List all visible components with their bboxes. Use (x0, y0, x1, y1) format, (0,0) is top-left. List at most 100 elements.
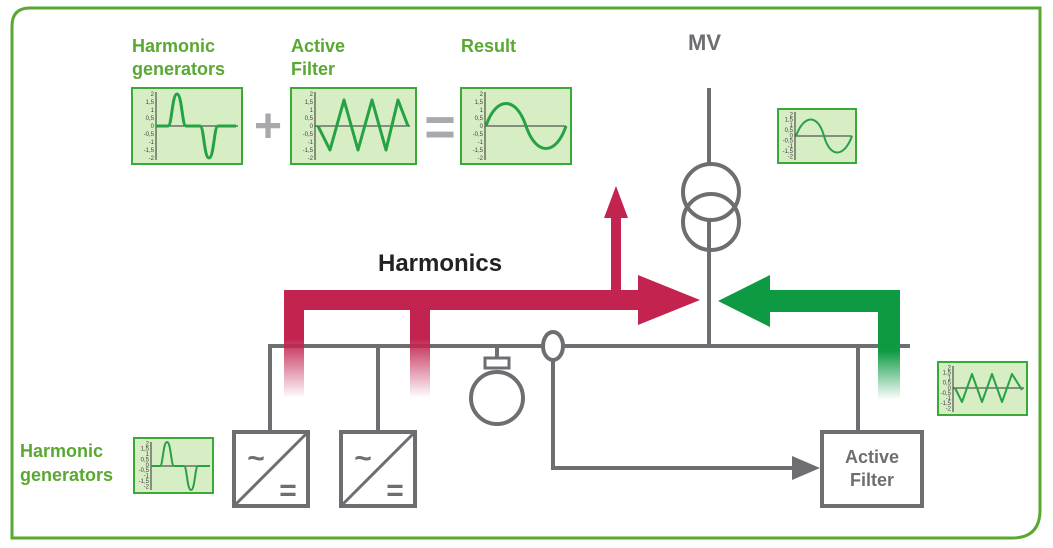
graph-tick-label: -0,5 (139, 468, 150, 474)
graph-tick-label: -0,5 (144, 132, 155, 138)
graph-tick-label: -1 (144, 474, 150, 480)
graph-ticks: 21,510,50-0,5-1-1,5-2 (139, 441, 150, 490)
graph-ticks: 21,510,50-0,5-1-1,5-2 (941, 365, 952, 412)
graph-tick-label: 2 (790, 112, 794, 118)
graph-ticks: 21,510,50-0,5-1-1,5-2 (783, 112, 794, 160)
label-harmonic-generators-top-line1: Harmonic (132, 36, 215, 56)
active-filter-box-label-line1: Active (845, 447, 899, 467)
graph-tick-label: -1,5 (144, 148, 155, 154)
graph-tick-label: 1,5 (475, 100, 484, 106)
graph-tick-label: 1 (790, 123, 794, 129)
label-active-filter-top-line1: Active (291, 36, 345, 56)
graph-tick-label: -1 (149, 140, 155, 146)
graph-tick-label: 0 (151, 124, 155, 130)
graph-tick-label: -2 (946, 406, 952, 412)
graph-tick-label: -2 (144, 484, 150, 490)
graph-tick-label: 0 (948, 386, 952, 392)
wave-harmonic-pulse (156, 92, 236, 160)
inverter-dc-symbol: = (279, 474, 297, 507)
graph-ticks: 2 1,5 1 0,5 0 -0,5 -1 -1,5 -2 (144, 92, 155, 162)
graph-tick-label: 1,5 (146, 100, 155, 106)
graph-tick-label: -2 (149, 156, 155, 162)
graph-result: 2 1,5 1 0,5 0 -0,5 -1 -1,5 -2 (460, 87, 572, 165)
outer-frame (10, 6, 1042, 540)
inverter-ac-symbol: ~ (247, 442, 265, 475)
graph-tick-label: 0 (790, 133, 794, 139)
graph-tick-label: -0,5 (941, 391, 952, 397)
inverter-1: ~ = (232, 430, 310, 508)
graph-tick-label: 0,5 (146, 116, 155, 122)
wave-harmonic-pulse-bottom (151, 440, 210, 492)
graph-tick-label: -1,5 (303, 148, 314, 154)
graph-tick-label: 1,5 (305, 100, 314, 106)
graph-active-filter-top: 21,510,50-0,5-1-1,5-2 (290, 87, 417, 165)
graph-tick-label: 2 (480, 92, 484, 98)
graph-tick-label: -0,5 (783, 139, 794, 145)
inverter-2: ~ = (339, 430, 417, 508)
graph-tick-label: 1 (480, 108, 484, 114)
motor-terminal (483, 356, 511, 370)
graph-tick-label: 0,5 (943, 381, 952, 387)
graph-tick-label: 0,5 (785, 128, 794, 134)
motor-icon (469, 370, 525, 426)
harmonics-arrow (284, 186, 700, 398)
graph-tick-label: -1 (946, 396, 952, 402)
graph-tick-label: 0 (310, 124, 314, 130)
label-harmonic-generators-bottom-line1: Harmonic (20, 441, 103, 461)
graph-tick-label: 1,5 (943, 370, 952, 376)
graph-tick-label: -0,5 (303, 132, 314, 138)
graph-tick-label: -1,5 (941, 401, 952, 407)
graph-tick-label: -1,5 (473, 148, 484, 154)
inverter-dc-symbol: = (386, 474, 404, 507)
measurement-arrowhead (792, 456, 820, 480)
graph-tick-label: 2 (948, 365, 952, 371)
graph-tick-label: 1,5 (785, 118, 794, 124)
graph-tick-label: 0,5 (305, 116, 314, 122)
label-mv: MV (688, 30, 721, 55)
graph-harmonic-generators-top: 2 1,5 1 0,5 0 -0,5 -1 -1,5 -2 (131, 87, 243, 165)
plus-sign: + (254, 100, 282, 153)
graph-tick-label: 1 (310, 108, 314, 114)
graph-tick-label: 1 (151, 108, 155, 114)
graph-tick-label: -1,5 (139, 479, 150, 485)
label-result: Result (461, 36, 516, 56)
wave-result-sine (484, 102, 568, 150)
graph-active-filter-right: 21,510,50-0,5-1-1,5-2 (937, 361, 1028, 416)
graph-tick-label: 1 (948, 376, 952, 382)
graph-ticks: 2 1,5 1 0,5 0 -0,5 -1 -1,5 -2 (473, 92, 484, 162)
equals-sign: = (424, 97, 456, 157)
graph-harmonic-generators-bottom: 21,510,50-0,5-1-1,5-2 (133, 437, 214, 494)
transformer-coil-bottom (681, 192, 741, 252)
graph-tick-label: -2 (788, 154, 794, 160)
graph-mv: 21,510,50-0,5-1-1,5-2 (777, 108, 857, 164)
graph-tick-label: 1 (146, 452, 150, 458)
graph-tick-label: 2 (310, 92, 314, 98)
active-filter-box: Active Filter (820, 430, 924, 508)
graph-tick-label: 2 (146, 441, 150, 447)
graph-tick-label: -0,5 (473, 132, 484, 138)
current-sensor (541, 330, 565, 362)
graph-tick-label: -1 (478, 140, 484, 146)
graph-tick-label: 2 (151, 92, 155, 98)
wave-mv-sine (795, 118, 853, 154)
inverter-ac-symbol: ~ (354, 442, 372, 475)
graph-ticks: 21,510,50-0,5-1-1,5-2 (303, 92, 314, 162)
graph-tick-label: 1,5 (141, 447, 150, 453)
label-harmonic-generators-bottom-line2: generators (20, 465, 113, 485)
graph-tick-label: 0 (480, 124, 484, 130)
graph-tick-label: -2 (308, 156, 314, 162)
label-harmonic-generators-top-line2: generators (132, 59, 225, 79)
graph-tick-label: -2 (478, 156, 484, 162)
label-active-filter-top-line2: Filter (291, 59, 335, 79)
graph-tick-label: 0,5 (475, 116, 484, 122)
active-filter-box-label-line2: Filter (850, 470, 894, 490)
measurement-line (551, 360, 800, 470)
wave-active-filter-right (954, 373, 1023, 403)
label-harmonics: Harmonics (378, 250, 502, 277)
graph-tick-label: 0 (146, 463, 150, 469)
graph-tick-label: 0,5 (141, 457, 150, 463)
graph-tick-label: -1 (788, 144, 794, 150)
wave-active-filter (316, 98, 410, 152)
filter-current-arrow (718, 275, 900, 400)
